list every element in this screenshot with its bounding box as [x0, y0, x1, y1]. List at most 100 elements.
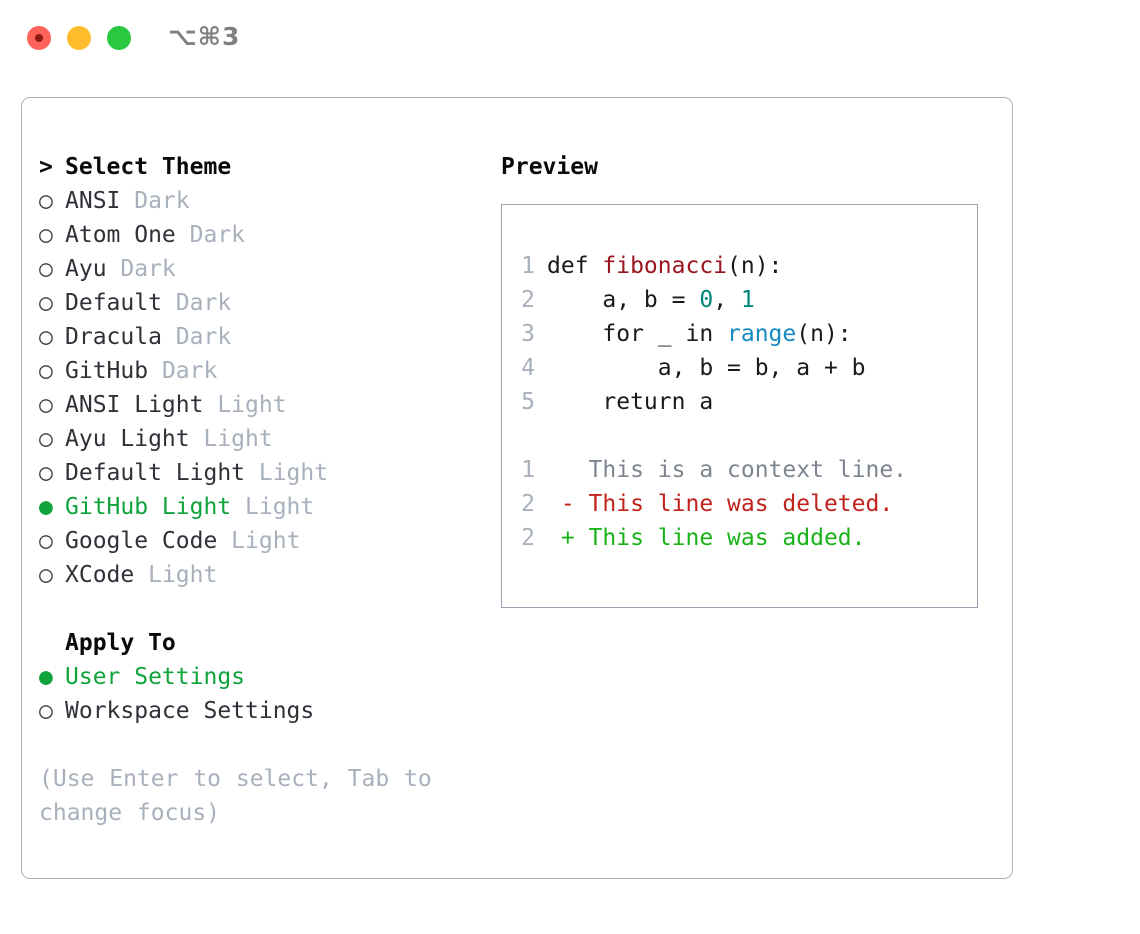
theme-name-label: Atom One: [65, 222, 176, 248]
apply-to-label: User Settings: [65, 664, 246, 690]
diff-text: This line was added.: [588, 525, 866, 551]
theme-variant-label: Dark: [161, 290, 232, 316]
theme-name-label: ANSI: [65, 188, 121, 214]
code-line: 2 a, b = 0, 1: [513, 283, 907, 317]
line-number: 2: [521, 525, 535, 551]
code-token: a, b = b, a + b: [547, 355, 866, 381]
theme-list-item[interactable]: ● GitHub Light Light: [39, 490, 479, 524]
theme-list-item[interactable]: ○ XCode Light: [39, 558, 479, 592]
close-button[interactable]: [27, 26, 51, 50]
radio-selected-icon: ●: [39, 664, 53, 690]
prompt-caret-icon: >: [39, 154, 53, 180]
theme-name-label: Default Light: [65, 460, 246, 486]
radio-unselected-icon: ○: [39, 222, 53, 248]
line-number: 2: [521, 287, 535, 313]
radio-unselected-icon: ○: [39, 358, 53, 384]
code-token: 0: [699, 287, 714, 313]
minimize-button[interactable]: [67, 26, 91, 50]
theme-variant-label: Dark: [161, 324, 232, 350]
theme-name-label: XCode: [65, 562, 135, 588]
theme-list-item[interactable]: ○Dracula Dark: [39, 320, 479, 354]
theme-list-item[interactable]: ○ ANSI Light Light: [39, 388, 479, 422]
apply-to-item[interactable]: ● User Settings: [39, 660, 479, 694]
theme-name-label: ANSI Light: [65, 392, 204, 418]
theme-name-label: GitHub Light: [65, 494, 232, 520]
code-token: for _ in: [547, 321, 728, 347]
line-number: 3: [521, 321, 535, 347]
theme-variant-label: Light: [189, 426, 273, 452]
section-spacer: [39, 592, 479, 626]
radio-selected-icon: ●: [39, 494, 53, 520]
theme-name-label: Default: [65, 290, 162, 316]
code-token: range: [727, 321, 797, 347]
code-token: (n):: [796, 321, 852, 347]
code-token: return a: [547, 389, 714, 415]
code-diff-separator: [513, 419, 907, 453]
theme-name-label: Google Code: [65, 528, 218, 554]
code-token: (n):: [727, 253, 783, 279]
theme-variant-label: Dark: [148, 358, 218, 384]
diff-line: 2 - This line was deleted.: [513, 487, 907, 521]
code-line: 4 a, b = b, a + b: [513, 351, 907, 385]
diff-marker: -: [547, 491, 589, 517]
diff-text: This line was deleted.: [588, 491, 894, 517]
theme-list-item[interactable]: ○Default Dark: [39, 286, 479, 320]
radio-unselected-icon: ○: [39, 256, 53, 282]
radio-unselected-icon: ○: [39, 698, 53, 724]
theme-list-item[interactable]: ○ ANSI Dark: [39, 184, 479, 218]
line-number: 4: [521, 355, 535, 381]
theme-name-label: Ayu: [65, 256, 107, 282]
theme-list-header: > Select Theme: [39, 150, 479, 184]
keyboard-shortcut-label: ⌥⌘3: [168, 22, 241, 51]
apply-to-item[interactable]: ○ Workspace Settings: [39, 694, 479, 728]
diff-text: This is a context line.: [588, 457, 908, 483]
radio-unselected-icon: ○: [39, 528, 53, 554]
radio-unselected-icon: ○: [39, 188, 53, 214]
radio-unselected-icon: ○: [39, 562, 53, 588]
theme-variant-label: Light: [245, 460, 329, 486]
radio-unselected-icon: ○: [39, 426, 53, 452]
line-number: 2: [521, 491, 535, 517]
code-token: a, b =: [547, 287, 700, 313]
theme-variant-label: Dark: [175, 222, 246, 248]
code-line: 3 for _ in range(n):: [513, 317, 907, 351]
radio-unselected-icon: ○: [39, 460, 53, 486]
hint-spacer: [39, 728, 479, 762]
theme-selector-column: > Select Theme ○ ANSI Dark ○ Atom One Dark ○ A…: [39, 150, 479, 830]
apply-to-list: ● User Settings ○ Workspace Settings: [39, 660, 479, 728]
theme-list-item[interactable]: ○ GitHub Dark: [39, 354, 479, 388]
theme-variant-label: Light: [231, 494, 315, 520]
theme-variant-label: Dark: [120, 188, 190, 214]
apply-to-header: Apply To: [39, 626, 479, 660]
preview-title: Preview: [501, 154, 598, 180]
theme-list-item[interactable]: ○ Atom One Dark: [39, 218, 479, 252]
diff-marker: [547, 457, 589, 483]
theme-name-label: Dracula: [65, 324, 162, 350]
main-panel: > Select Theme ○ ANSI Dark ○ Atom One Dark ○ A…: [21, 97, 1013, 879]
keyboard-hint-text: (Use Enter to select, Tab to change focu…: [39, 766, 432, 826]
theme-list-item[interactable]: ○ Default Light Light: [39, 456, 479, 490]
line-number: 5: [521, 389, 535, 415]
diff-marker: +: [547, 525, 589, 551]
theme-list-header-label: Select Theme: [65, 154, 232, 180]
theme-variant-label: Light: [134, 562, 218, 588]
line-number: 1: [521, 457, 535, 483]
theme-list: ○ANSI Dark○Atom One Dark○Ayu Dark○Defaul…: [39, 184, 479, 592]
theme-list-item[interactable]: ○ Ayu Light Light: [39, 422, 479, 456]
diff-line: 2 + This line was added.: [513, 521, 907, 555]
theme-list-item[interactable]: ○Google Code Light: [39, 524, 479, 558]
theme-list-item[interactable]: ○Ayu Dark: [39, 252, 479, 286]
theme-name-label: Ayu Light: [65, 426, 190, 452]
diff-line: 1 This is a context line.: [513, 453, 907, 487]
maximize-button[interactable]: [107, 26, 131, 50]
code-token: 1: [740, 287, 755, 313]
theme-name-label: GitHub: [65, 358, 149, 384]
apply-to-label: Workspace Settings: [65, 698, 315, 724]
radio-unselected-icon: ○: [39, 392, 53, 418]
theme-variant-label: Light: [203, 392, 287, 418]
